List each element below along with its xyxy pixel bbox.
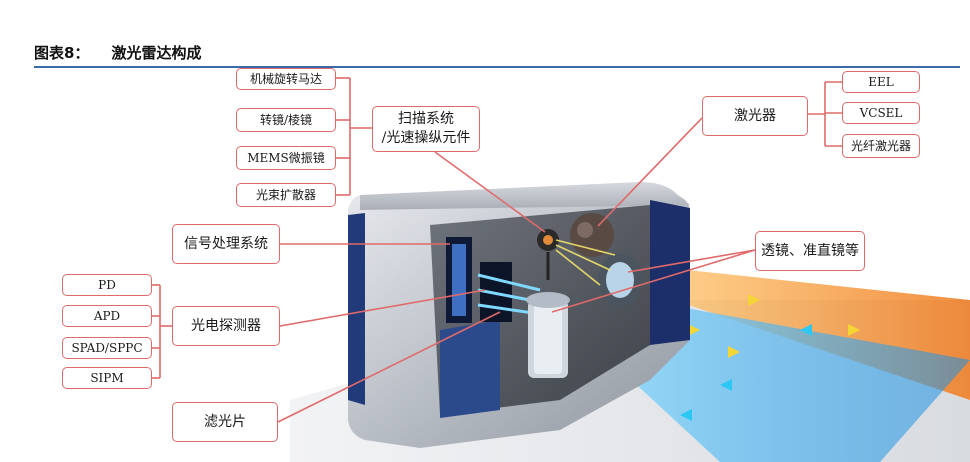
figure-caption: 激光雷达构成: [111, 44, 202, 62]
lidar-housing: [348, 182, 690, 448]
label-scanning-system: 扫描系统 /光速操纵元件: [372, 106, 480, 152]
scanning-system-line-2: /光速操纵元件: [381, 130, 471, 146]
label-fiber-laser: 光纤激光器: [842, 134, 920, 158]
label-spad: SPAD/SPPC: [62, 337, 152, 359]
signal-processing-board: [446, 237, 472, 323]
figure-number: 图表8：: [34, 44, 90, 62]
detector-array: [477, 262, 541, 322]
label-vcsel: VCSEL: [842, 102, 920, 124]
label-rotating-mirror: 转镜/棱镜: [236, 108, 336, 132]
connectors: [152, 77, 842, 423]
laser-source: [570, 213, 614, 257]
label-pd: PD: [62, 274, 152, 296]
label-mechanical-rotation: 机械旋转马达: [236, 68, 336, 90]
label-eel: EEL: [842, 71, 920, 93]
label-mems-mirror: MEMS微振镜: [236, 146, 336, 170]
figure-title: 图表8： 激光雷达构成: [34, 42, 223, 63]
label-sipm: SIPM: [62, 367, 152, 389]
receiving-lens-tube: [526, 292, 570, 378]
title-rule: [34, 66, 960, 68]
collimator-lens: [598, 254, 642, 306]
internal-laser-beams: [555, 239, 616, 286]
label-filter: 滤光片: [172, 402, 278, 442]
label-beam-expander: 光束扩散器: [236, 183, 336, 207]
scanning-mirror: [537, 229, 559, 280]
label-apd: APD: [62, 305, 152, 327]
beam-arrows-yellow: [688, 294, 860, 358]
label-signal-processing: 信号处理系统: [172, 224, 280, 264]
label-photodetector: 光电探测器: [172, 306, 280, 346]
scanning-system-line-1: 扫描系统: [398, 111, 454, 127]
label-lens: 透镜、准直镜等: [755, 231, 865, 271]
label-laser: 激光器: [702, 96, 808, 136]
